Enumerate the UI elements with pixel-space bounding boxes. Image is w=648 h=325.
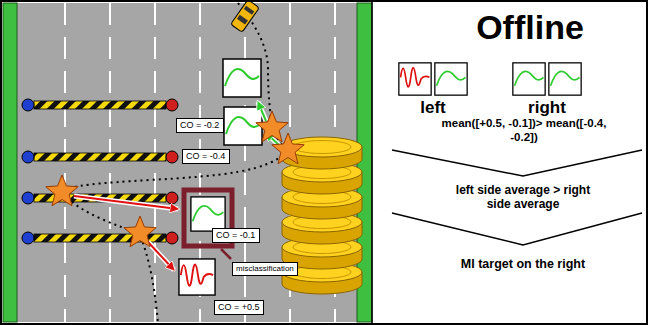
box-text: CO = -0.1 [216,230,255,240]
score-box: CO = -0.2 [176,118,224,133]
road [3,3,372,322]
score-box: CO = +0.5 [214,300,264,315]
conclusion-text: MI target on the right [461,257,585,272]
waveform-box [513,63,545,95]
barriers [22,99,178,244]
result-text: left side average > right side average [453,183,593,212]
score-box: CO = -0.1 [212,228,260,243]
waveform-box [549,63,581,95]
grass-left [3,3,17,322]
side-label: right [528,98,566,118]
waveform-box [399,63,431,95]
score-box: CO = -0.4 [182,149,230,164]
box-text: misclassification [236,264,294,273]
side-label: left [420,98,446,118]
waveform-box [191,197,225,231]
box-text: CO = -0.4 [186,151,225,161]
score-arrows [74,102,280,270]
chevron [392,213,642,245]
star [124,216,156,247]
waveform-box [435,63,467,95]
note-box: misclassification [232,262,298,276]
chevron [392,150,642,176]
box-text: CO = +0.5 [218,302,260,312]
waveform-box [224,107,262,145]
box-text: CO = -0.2 [180,120,219,130]
car [231,0,260,32]
waveform-box [179,259,215,295]
panel-title: Offline [476,8,584,47]
leader-line [221,249,231,259]
star [46,175,78,206]
star [256,111,288,142]
star [272,133,304,164]
panel-divider [371,2,373,323]
comparison-text: mean([+0.5, -0.1])> mean([-0.4, -0.2]) [442,117,607,145]
waveform-box [223,59,261,97]
